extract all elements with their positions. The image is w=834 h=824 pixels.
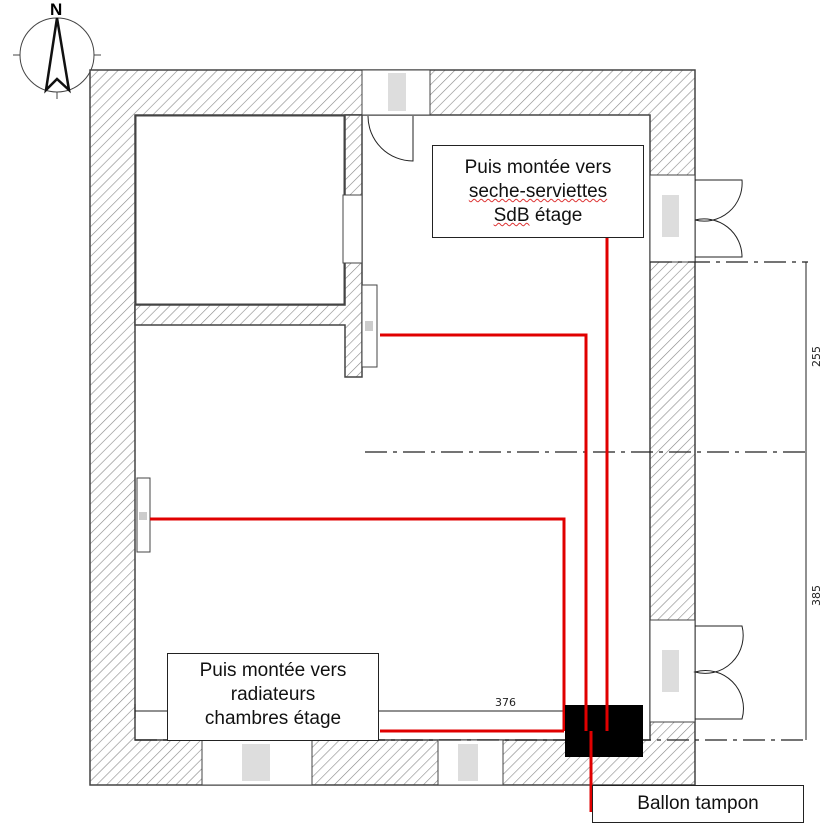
radiator-left xyxy=(136,477,151,553)
door-top xyxy=(361,69,431,162)
label-line: chambres étage xyxy=(204,708,342,729)
label-line: Puis montée vers xyxy=(199,660,347,681)
label-riser-radiators: Puis montée vers radiateurs chambres éta… xyxy=(167,653,379,741)
compass-label: N xyxy=(50,0,63,19)
label-line: seche-serviettes xyxy=(468,181,608,202)
label-line: radiateurs xyxy=(230,684,316,705)
dimension-376: 376 xyxy=(495,696,516,709)
door-partition xyxy=(342,194,363,264)
heating-pipes xyxy=(150,230,609,812)
window-bottom-right xyxy=(437,739,504,786)
dimension-385: 385 xyxy=(810,585,823,606)
window-right-top xyxy=(649,174,743,263)
buffer-tank xyxy=(565,705,643,757)
dimension-255: 255 xyxy=(810,346,823,367)
label-word: SdB xyxy=(493,205,530,226)
radiator-partition xyxy=(361,284,378,368)
window-right-bottom xyxy=(649,619,744,723)
window-bottom-left xyxy=(201,739,313,786)
label-word: étage xyxy=(529,205,583,226)
label-line: Puis montée vers xyxy=(464,157,612,178)
label-line: SdB étage xyxy=(433,204,643,228)
label-riser-towel-rail: Puis montée vers seche-serviettes SdB ét… xyxy=(432,145,644,238)
compass-north-icon xyxy=(13,17,101,99)
label-buffer-tank: Ballon tampon xyxy=(592,785,804,823)
